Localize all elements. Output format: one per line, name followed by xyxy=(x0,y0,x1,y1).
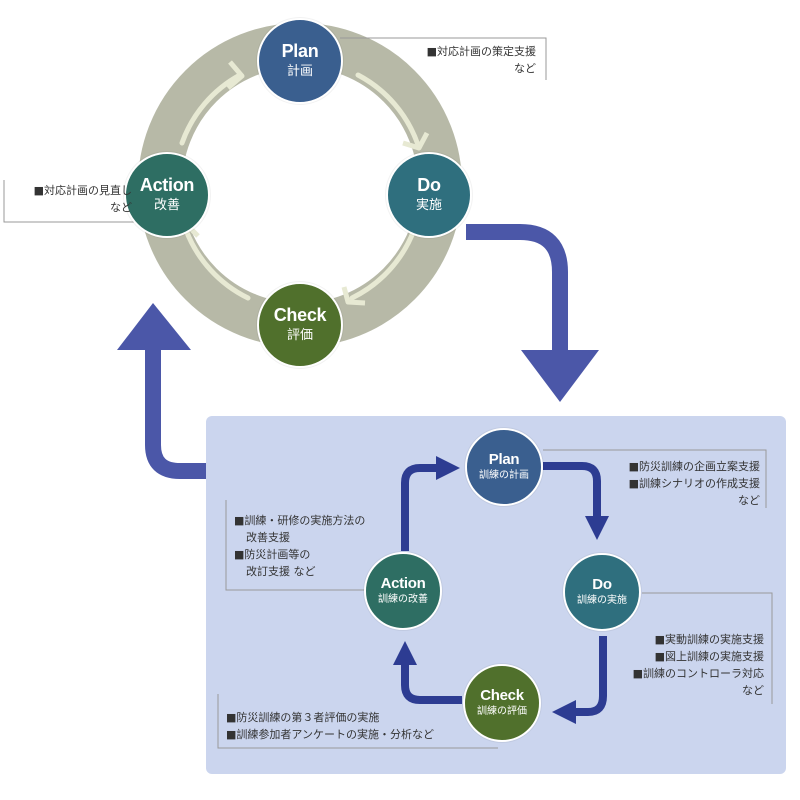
connector-arrow-down xyxy=(466,224,568,352)
check-label: Check xyxy=(273,305,327,326)
do-sublabel: 実施 xyxy=(415,198,442,214)
training-action-note: ■訓練・研修の実施方法の 改善支援 ■防災計画等の 改訂支援 など xyxy=(234,514,366,578)
action-sublabel: 改善 xyxy=(153,198,180,214)
action-node: Action 改善 xyxy=(124,152,210,238)
training-check-sublabel: 訓練の評価 xyxy=(477,706,527,718)
check-sublabel: 評価 xyxy=(286,328,313,344)
training-do-label: Do xyxy=(592,575,612,593)
training-plan-label: Plan xyxy=(488,450,520,468)
action-note: ■対応計画の見直し など xyxy=(33,184,132,214)
training-check-note: ■防災訓練の第３者評価の実施 ■訓練参加者アンケートの実施・分析など xyxy=(226,711,434,741)
training-cycle-arrows xyxy=(393,456,609,724)
training-plan-note: ■防災訓練の企画立案支援 ■訓練シナリオの作成支援 など xyxy=(628,460,760,507)
plan-sublabel: 計画 xyxy=(286,64,313,80)
do-label: Do xyxy=(417,175,441,196)
connector-arrow-up xyxy=(145,346,206,479)
training-plan-node: Plan 訓練の計画 xyxy=(465,428,543,506)
training-plan-sublabel: 訓練の計画 xyxy=(479,470,529,482)
plan-label: Plan xyxy=(281,41,319,62)
ring-arrows xyxy=(179,72,421,301)
check-node: Check 評価 xyxy=(257,282,343,368)
training-do-sublabel: 訓練の実施 xyxy=(577,595,627,607)
do-node: Do 実施 xyxy=(386,152,472,238)
training-action-node: Action 訓練の改善 xyxy=(364,552,442,630)
action-label: Action xyxy=(139,175,195,196)
training-action-sublabel: 訓練の改善 xyxy=(378,594,428,606)
training-do-node: Do 訓練の実施 xyxy=(563,553,641,631)
plan-node: Plan 計画 xyxy=(257,18,343,104)
plan-note: ■対応計画の策定支援 など xyxy=(426,45,536,75)
training-do-note: ■実動訓練の実施支援 ■図上訓練の実施支援 ■訓練のコントローラ対応 など xyxy=(632,633,764,697)
training-action-label: Action xyxy=(380,574,426,592)
training-check-node: Check 訓練の評価 xyxy=(463,664,541,742)
training-check-label: Check xyxy=(480,686,524,704)
training-panel xyxy=(206,416,786,774)
callout-lines xyxy=(3,37,773,749)
